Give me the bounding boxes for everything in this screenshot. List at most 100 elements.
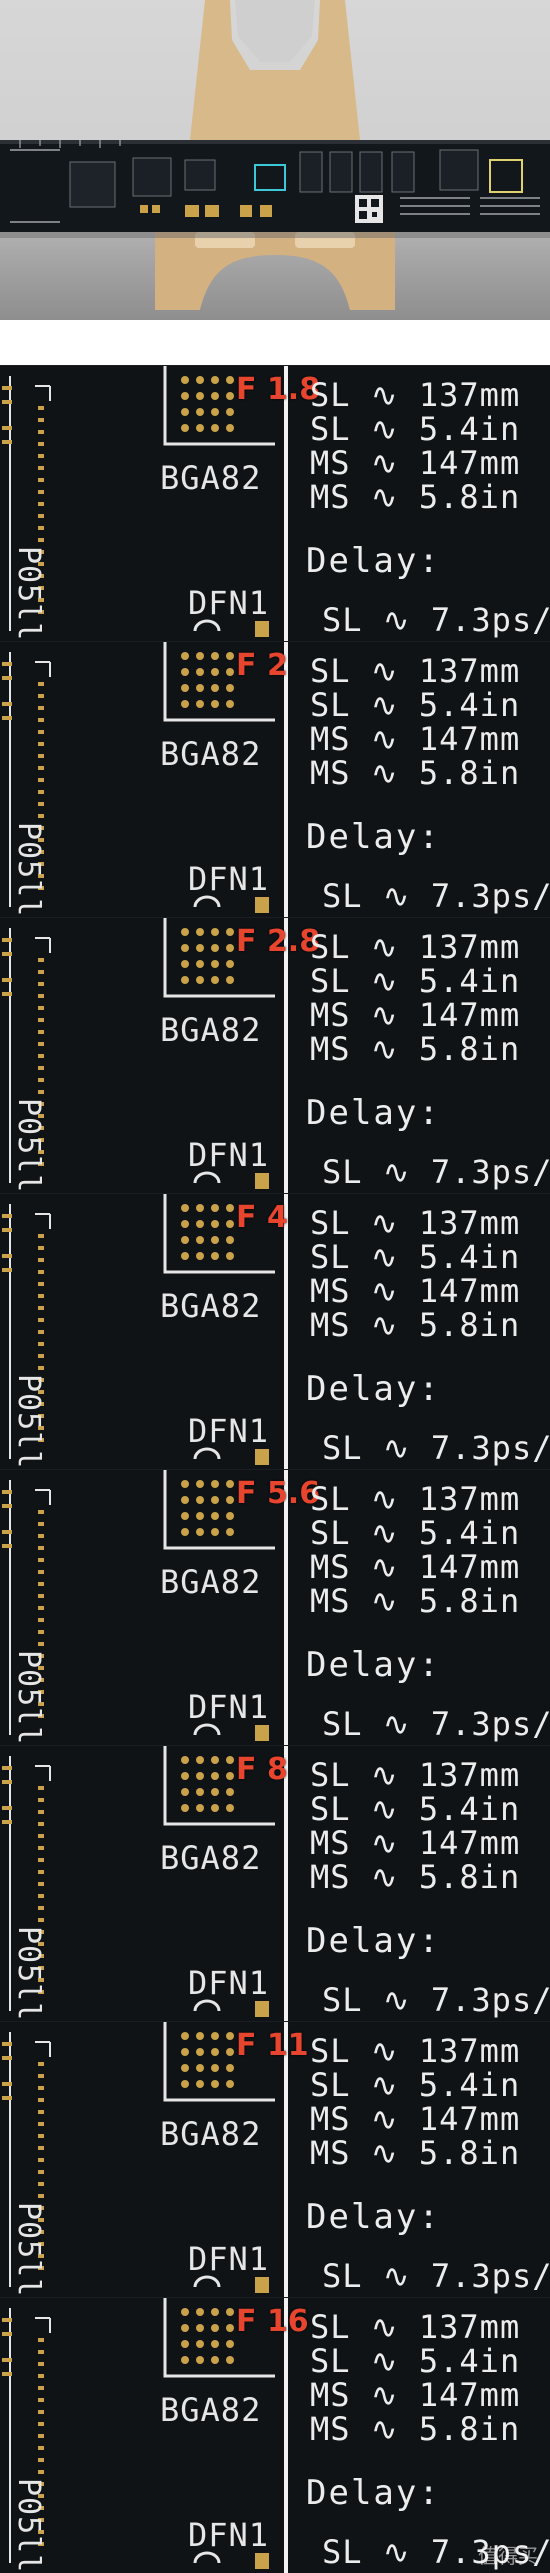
spec-line: SL ∿ 5.4in: [310, 1790, 521, 1828]
dfn1-silkscreen: DFN1: [188, 584, 270, 622]
p05-silkscreen: P05ll: [11, 1374, 46, 1469]
spec-line: SL ∿ 5.4in: [310, 1238, 521, 1276]
delay-title: Delay:: [306, 2473, 441, 2513]
pcb-closeup-illustration: [2, 1746, 288, 2021]
white-spacer: [0, 320, 550, 365]
spec-line: SL ∿ 137mm: [310, 1204, 521, 1242]
aperture-frame: F 8 BGA82 DFN1 P05ll SL ∿ 137mm SL ∿ 5.4…: [0, 1745, 550, 2021]
fstop-label: F 4: [236, 1200, 288, 1235]
spec-column: SL ∿ 137mm SL ∿ 5.4in MS ∿ 147mm MS ∿ 5.…: [310, 378, 550, 514]
spec-line: SL ∿ 5.4in: [310, 2342, 521, 2380]
delay-value: SL ∿ 7.3ps/: [322, 1429, 550, 1467]
dfn1-silkscreen: DFN1: [188, 1412, 270, 1450]
bga82-silkscreen: BGA82: [160, 2391, 262, 2429]
aperture-frame: F 5.6 BGA82 DFN1 P05ll SL ∿ 137mm SL ∿ 5…: [0, 1469, 550, 1745]
spec-line: SL ∿ 137mm: [310, 376, 521, 414]
spec-line: SL ∿ 137mm: [310, 1480, 521, 1518]
aperture-frame: F 2.8 BGA82 DFN1 P05ll SL ∿ 137mm SL ∿ 5…: [0, 917, 550, 1193]
p05-silkscreen: P05ll: [11, 2478, 46, 2573]
spec-column: SL ∿ 137mm SL ∿ 5.4in MS ∿ 147mm MS ∿ 5.…: [310, 1482, 550, 1618]
spec-line: MS ∿ 147mm: [310, 444, 521, 482]
aperture-frame: F 4 BGA82 DFN1 P05ll SL ∿ 137mm SL ∿ 5.4…: [0, 1193, 550, 1469]
spec-line: SL ∿ 5.4in: [310, 962, 521, 1000]
pcb-closeup-illustration: [2, 1194, 288, 1469]
pcb-ruler-on-stand-illustration: [0, 0, 550, 310]
delay-value: SL ∿ 7.3ps/: [322, 1981, 550, 2019]
p05-silkscreen: P05ll: [11, 1650, 46, 1745]
aperture-frame: F 11 BGA82 DFN1 P05ll SL ∿ 137mm SL ∿ 5.…: [0, 2021, 550, 2297]
pcb-closeup-illustration: [2, 642, 288, 917]
delay-title: Delay:: [306, 817, 441, 857]
spec-column: SL ∿ 137mm SL ∿ 5.4in MS ∿ 147mm MS ∿ 5.…: [310, 654, 550, 790]
delay-value: SL ∿ 7.3ps/: [322, 1153, 550, 1191]
spec-line: MS ∿ 147mm: [310, 1272, 521, 1310]
p05-silkscreen: P05ll: [11, 1926, 46, 2021]
aperture-frame: F 16 BGA82 DFN1 P05ll SL ∿ 137mm SL ∿ 5.…: [0, 2297, 550, 2573]
spec-column: SL ∿ 137mm SL ∿ 5.4in MS ∿ 147mm MS ∿ 5.…: [310, 1206, 550, 1342]
fstop-label: F 5.6: [236, 1476, 321, 1511]
spec-column: SL ∿ 137mm SL ∿ 5.4in MS ∿ 147mm MS ∿ 5.…: [310, 1758, 550, 1894]
dfn1-silkscreen: DFN1: [188, 1688, 270, 1726]
delay-title: Delay:: [306, 1369, 441, 1409]
spec-column: SL ∿ 137mm SL ∿ 5.4in MS ∿ 147mm MS ∿ 5.…: [310, 930, 550, 1066]
dfn1-silkscreen: DFN1: [188, 860, 270, 898]
spec-line: MS ∿ 5.8in: [310, 1306, 521, 1344]
dfn1-silkscreen: DFN1: [188, 1136, 270, 1174]
spec-line: SL ∿ 137mm: [310, 652, 521, 690]
bga82-silkscreen: BGA82: [160, 1563, 262, 1601]
pcb-closeup-illustration: [2, 2298, 288, 2573]
delay-value: SL ∿ 7.3ps/: [322, 2257, 550, 2295]
spec-line: SL ∿ 137mm: [310, 2308, 521, 2346]
spec-line: MS ∿ 5.8in: [310, 2410, 521, 2448]
delay-title: Delay:: [306, 1921, 441, 1961]
delay-value: SL ∿ 7.3ps/: [322, 601, 550, 639]
spec-line: SL ∿ 137mm: [310, 928, 521, 966]
spec-column: SL ∿ 137mm SL ∿ 5.4in MS ∿ 147mm MS ∿ 5.…: [310, 2034, 550, 2170]
delay-title: Delay:: [306, 1645, 441, 1685]
fstop-label: F 11: [236, 2028, 309, 2063]
p05-silkscreen: P05ll: [11, 2202, 46, 2297]
spec-line: MS ∿ 147mm: [310, 720, 521, 758]
header-product-photo: [0, 0, 550, 320]
spec-line: MS ∿ 5.8in: [310, 1582, 521, 1620]
delay-value: SL ∿ 7.3ps/: [322, 1705, 550, 1743]
bga82-silkscreen: BGA82: [160, 735, 262, 773]
p05-silkscreen: P05ll: [11, 1098, 46, 1193]
spec-line: MS ∿ 5.8in: [310, 2134, 521, 2172]
spec-line: MS ∿ 147mm: [310, 2376, 521, 2414]
spec-line: MS ∿ 5.8in: [310, 1030, 521, 1068]
spec-line: MS ∿ 147mm: [310, 2100, 521, 2138]
delay-value: SL ∿ 7.3ps/: [322, 877, 550, 915]
aperture-frame: F 2 BGA82 DFN1 P05ll SL ∿ 137mm SL ∿ 5.4…: [0, 641, 550, 917]
spec-line: MS ∿ 147mm: [310, 1824, 521, 1862]
pcb-closeup-illustration: [2, 2022, 288, 2297]
pcb-closeup-illustration: [2, 1470, 288, 1745]
spec-line: MS ∿ 5.8in: [310, 1858, 521, 1896]
delay-title: Delay:: [306, 2197, 441, 2237]
delay-title: Delay:: [306, 541, 441, 581]
aperture-frame: F 1.8 BGA82 DFN1 P05ll SL ∿ 137mm SL ∿ 5…: [0, 365, 550, 641]
fstop-label: F 8: [236, 1752, 288, 1787]
fstop-label: F 2: [236, 648, 288, 683]
spec-line: SL ∿ 137mm: [310, 1756, 521, 1794]
fstop-label: F 16: [236, 2304, 309, 2339]
p05-silkscreen: P05ll: [11, 822, 46, 917]
bga82-silkscreen: BGA82: [160, 2115, 262, 2153]
delay-title: Delay:: [306, 1093, 441, 1133]
dfn1-silkscreen: DFN1: [188, 2516, 270, 2554]
aperture-comparison-frames: F 1.8 BGA82 DFN1 P05ll SL ∿ 137mm SL ∿ 5…: [0, 365, 550, 2573]
spec-line: SL ∿ 137mm: [310, 2032, 521, 2070]
dfn1-silkscreen: DFN1: [188, 1964, 270, 2002]
bga82-silkscreen: BGA82: [160, 1287, 262, 1325]
bga82-silkscreen: BGA82: [160, 1839, 262, 1877]
bga82-silkscreen: BGA82: [160, 459, 262, 497]
pcb-closeup-illustration: [2, 918, 288, 1193]
spec-line: SL ∿ 5.4in: [310, 1514, 521, 1552]
bga82-silkscreen: BGA82: [160, 1011, 262, 1049]
spec-line: MS ∿ 147mm: [310, 1548, 521, 1586]
p05-silkscreen: P05ll: [11, 546, 46, 641]
spec-line: MS ∿ 5.8in: [310, 754, 521, 792]
pcb-closeup-illustration: [2, 366, 288, 641]
spec-column: SL ∿ 137mm SL ∿ 5.4in MS ∿ 147mm MS ∿ 5.…: [310, 2310, 550, 2446]
spec-line: MS ∿ 147mm: [310, 996, 521, 1034]
